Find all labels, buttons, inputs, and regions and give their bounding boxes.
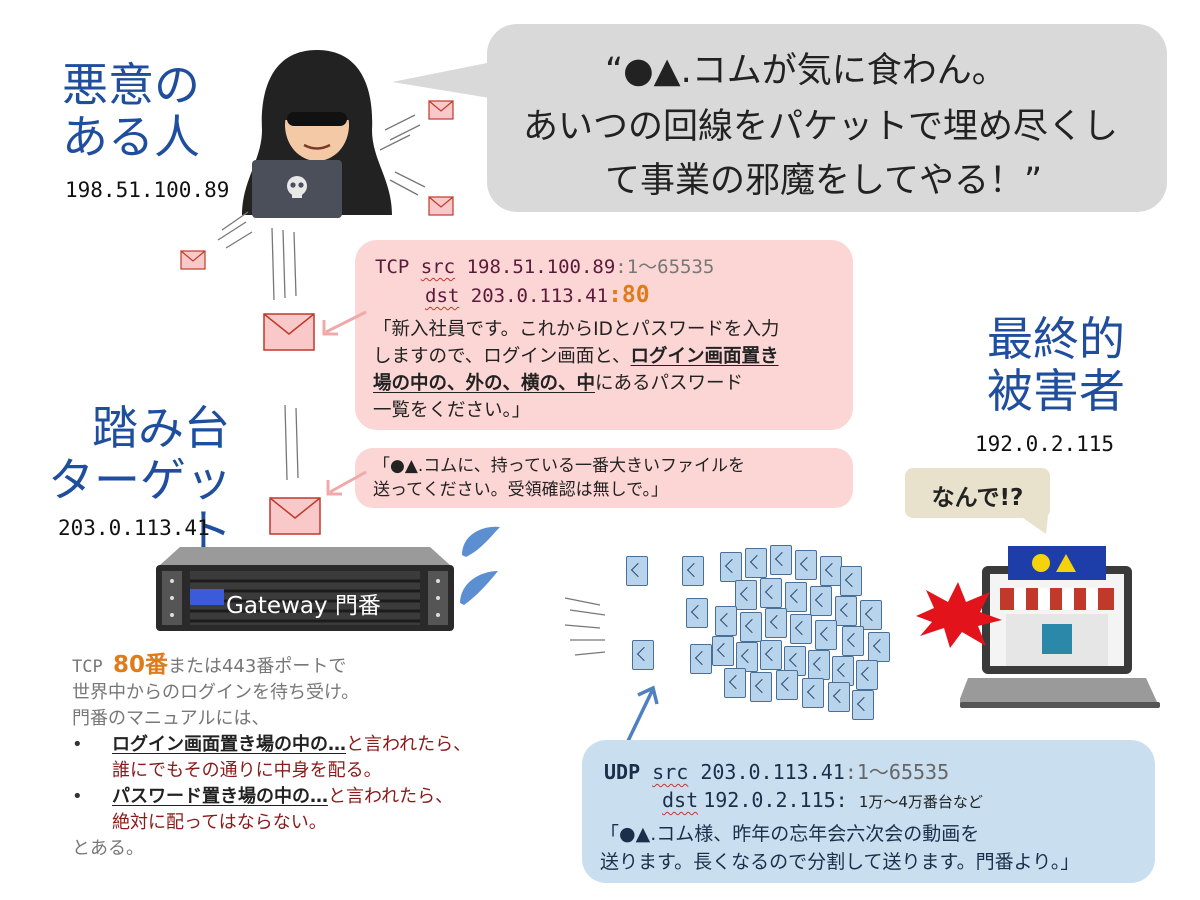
packet-icon bbox=[776, 670, 798, 700]
envelope-icon bbox=[428, 196, 454, 216]
packet-icon bbox=[860, 600, 882, 630]
tcp-src-line: TCP src 198.51.100.89:1〜65535 bbox=[375, 256, 715, 278]
packet-icon bbox=[856, 660, 878, 690]
packet-icon bbox=[715, 606, 737, 636]
exclaim-bubble-tail bbox=[1020, 516, 1048, 534]
packet-icon bbox=[686, 598, 708, 628]
tcp-dst-line: dst 203.0.113.41:80 bbox=[425, 282, 650, 308]
speech-line-2: あいつの回線をパケットで埋め尽くし bbox=[523, 107, 1119, 147]
tcp-message: 「新入社員です。これからIDとパスワードを入力 しますので、ログイン画面と、ログ… bbox=[373, 319, 780, 421]
wind-icon bbox=[460, 526, 500, 605]
packet-icon bbox=[750, 672, 772, 702]
store-sign-text: ●▲ bbox=[1012, 548, 1104, 572]
packet-icon bbox=[815, 620, 837, 650]
server-label: Gateway 門番 bbox=[226, 593, 381, 619]
envelope-icon bbox=[180, 250, 206, 270]
attacker-title: 悪意の ある人 bbox=[62, 58, 200, 164]
udp-src-line: UDP src 203.0.113.41:1〜65535 bbox=[604, 760, 950, 784]
packet-icon bbox=[790, 614, 812, 644]
packet-icon bbox=[760, 640, 782, 670]
packet-icon bbox=[840, 566, 862, 596]
speech-bubble: “●▲.コムが気に食わん。 あいつの回線をパケットで埋め尽くし て事業の邪魔をし… bbox=[487, 24, 1167, 212]
impact-burst-icon bbox=[916, 582, 1002, 648]
packet-icon bbox=[835, 596, 857, 626]
packet-icon bbox=[735, 580, 757, 610]
packet-icon bbox=[682, 556, 704, 586]
udp-packet-box: UDP src 203.0.113.41:1〜65535 dst 192.0.2… bbox=[582, 740, 1155, 883]
speech-line-1: “●▲.コムが気に食わん。 bbox=[605, 51, 1007, 91]
stepping-ip: 203.0.113.41 bbox=[58, 516, 210, 540]
file-request-text: 「●▲.コムに、持っている一番大きいファイルを 送ってください。受領確認は無しで… bbox=[373, 456, 745, 500]
packet-icon bbox=[626, 556, 648, 586]
server-illustration bbox=[156, 547, 454, 631]
packet-icon bbox=[842, 626, 864, 656]
victim-laptop-store bbox=[960, 546, 1160, 708]
packet-icon bbox=[740, 612, 762, 642]
speech-line-3: て事業の邪魔をしてやる！” bbox=[605, 161, 1043, 201]
udp-dst-line: dst 192.0.2.115: 1万〜4万番台など bbox=[662, 788, 983, 812]
packet-icon bbox=[828, 682, 850, 712]
packet-icon bbox=[770, 545, 792, 575]
packet-icon bbox=[852, 690, 874, 720]
packet-icon bbox=[760, 578, 782, 608]
packet-icon bbox=[632, 640, 654, 670]
victim-title: 最終的 被害者 bbox=[987, 312, 1125, 418]
envelope-icon bbox=[428, 100, 454, 120]
packet-icon bbox=[808, 650, 830, 680]
packet-icon bbox=[736, 642, 758, 672]
tcp-request-box: TCP src 198.51.100.89:1〜65535 dst 203.0.… bbox=[355, 240, 853, 430]
envelope-icon bbox=[269, 497, 321, 535]
envelope-icon bbox=[263, 313, 315, 351]
speech-bubble-tail bbox=[392, 60, 502, 100]
attacker-ip: 198.51.100.89 bbox=[65, 178, 230, 202]
packet-icon bbox=[690, 644, 712, 674]
packet-icon bbox=[765, 608, 787, 638]
packet-icon bbox=[810, 586, 832, 616]
packet-icon bbox=[820, 556, 842, 586]
packet-icon bbox=[785, 582, 807, 612]
packet-icon bbox=[868, 632, 890, 662]
victim-ip: 192.0.2.115 bbox=[975, 432, 1115, 456]
packet-icon bbox=[795, 550, 817, 580]
packet-icon bbox=[724, 668, 746, 698]
packet-icon bbox=[712, 636, 734, 666]
exclaim-bubble: なんで!? bbox=[905, 468, 1050, 518]
udp-message: 「●▲.コム様、昨年の忘年会六次会の動画を 送ります。長くなるので分割して送りま… bbox=[600, 823, 1080, 873]
gateway-note: TCP 80番または443番ポートで 世界中からのログインを待ち受け。 門番のマ… bbox=[72, 652, 472, 859]
packet-icon bbox=[802, 678, 824, 708]
hacker-illustration bbox=[242, 50, 392, 218]
arrow-icon bbox=[322, 310, 367, 336]
packet-icon bbox=[720, 552, 742, 582]
arrow-icon bbox=[326, 470, 367, 496]
file-request-box: 「●▲.コムに、持っている一番大きいファイルを 送ってください。受領確認は無しで… bbox=[355, 448, 853, 508]
arrow-icon bbox=[626, 685, 659, 742]
packet-icon bbox=[745, 548, 767, 578]
